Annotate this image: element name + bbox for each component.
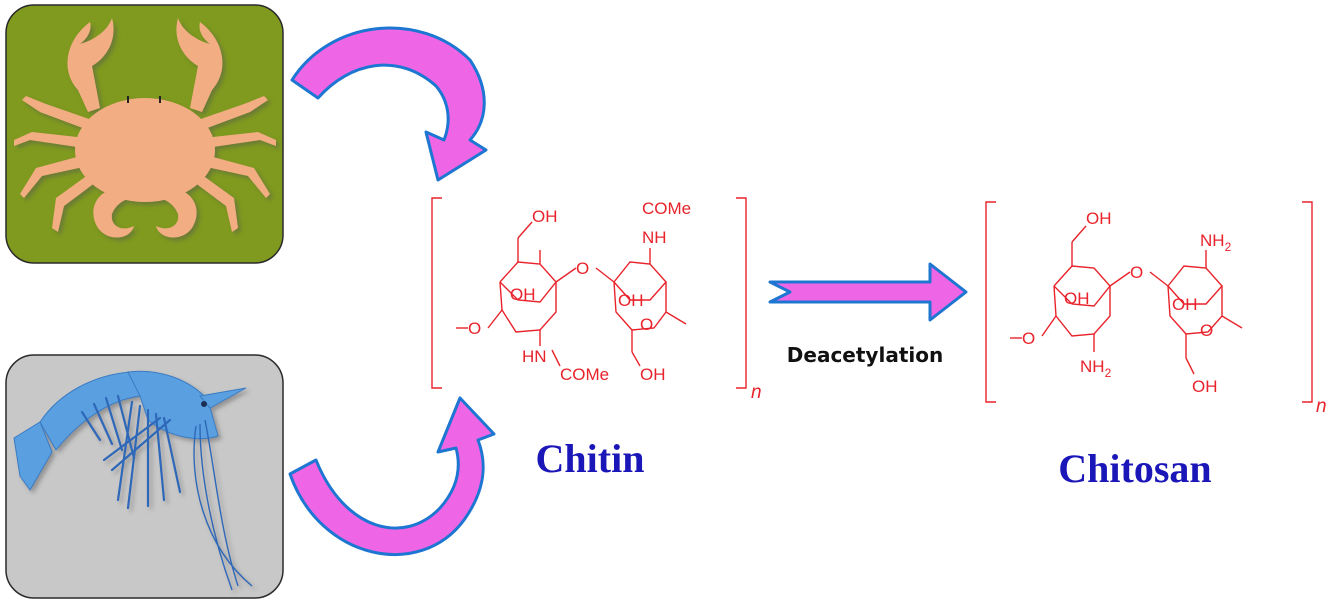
chitosan-o-ring: O (1200, 321, 1213, 340)
shrimp-panel (5, 354, 284, 599)
chitin-nh-top: NH (642, 228, 667, 247)
chitin-oh-ring2: OH (618, 291, 644, 310)
chitin-oh-top: OH (532, 207, 558, 226)
deacetylation-label: Deacetylation (787, 343, 943, 367)
shrimp-icon (13, 370, 253, 591)
chitin-oh-bottom: OH (640, 365, 666, 384)
chitin-hn: HN (522, 347, 547, 366)
chitin-o-left: O (468, 319, 481, 338)
chitosan-nh2-bottom-sub: 2 (1105, 366, 1112, 380)
chitosan-o-link: O (1130, 263, 1143, 282)
chitin-repeat-n: n (751, 382, 762, 403)
chitin-come-bottom: COMe (560, 365, 609, 384)
chitosan-nh2-top-main: NH (1200, 231, 1225, 250)
chitosan-oh-bottom: OH (1192, 377, 1218, 396)
chitosan-oh-ring2: OH (1172, 295, 1198, 314)
crab-panel (5, 4, 284, 264)
chitosan-repeat-n: n (1316, 396, 1327, 417)
chitin-oh-ring1: OH (510, 285, 536, 304)
chitosan-title: Chitosan (1058, 446, 1211, 491)
chitosan-oh-top: OH (1086, 209, 1112, 228)
chitosan-oh-ring1: OH (1064, 289, 1090, 308)
arrow-shrimp-to-chitin (288, 396, 496, 556)
chitosan-nh2-bottom-main: NH (1080, 357, 1105, 376)
arrow-deacetylation (768, 262, 968, 322)
chitin-o-link: O (576, 259, 589, 278)
crab-icon (14, 18, 276, 238)
chitin-come-top: COMe (642, 199, 691, 218)
chitosan-structure: n OH NH2 O OH OH O O NH2 OH (985, 201, 1327, 417)
chitosan-o-left: O (1022, 329, 1035, 348)
chitin-title: Chitin (536, 436, 645, 481)
chitosan-nh2-bottom: NH2 (1080, 357, 1112, 380)
chitosan-nh2-top-sub: 2 (1225, 240, 1232, 254)
chitin-structure: n OH COMe NH O OH OH O O HN COMe OH (431, 197, 762, 403)
arrow-crab-to-chitin (290, 26, 488, 182)
chitosan-nh2-top: NH2 (1200, 231, 1232, 254)
chitin-o-ring: O (640, 315, 653, 334)
